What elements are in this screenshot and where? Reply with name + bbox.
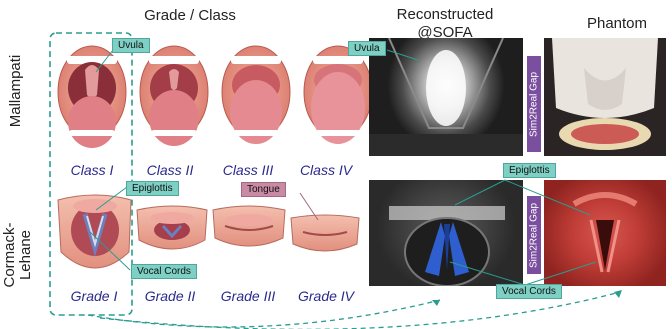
- callout-uvula-left: Uvula: [112, 38, 150, 53]
- callout-tongue: Tongue: [241, 182, 286, 197]
- callout-uvula-right: Uvula: [348, 41, 386, 56]
- callout-epiglottis-right: Epiglottis: [503, 163, 556, 178]
- callout-vocal-cords-right: Vocal Cords: [496, 284, 562, 299]
- callout-epiglottis-left: Epiglottis: [126, 181, 179, 196]
- callout-vocal-cords-left: Vocal Cords: [131, 264, 197, 279]
